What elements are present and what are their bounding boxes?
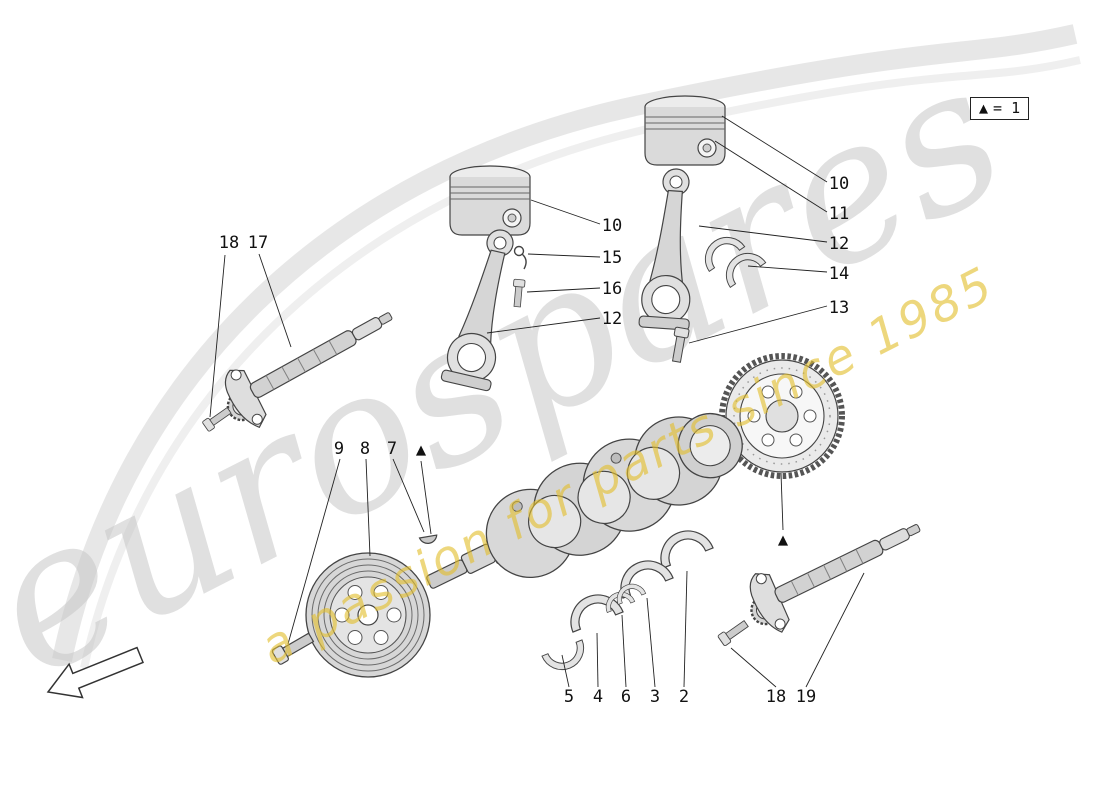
callout-4-shell: 4 [592, 687, 604, 707]
callout-14-rod-shells: 14 [828, 264, 850, 284]
legend-triangle-icon: ▲ [979, 99, 989, 117]
background-swoosh [52, 24, 1081, 669]
main-bearing-shell-2 [652, 522, 714, 569]
balance-shaft-rear-bolt [717, 617, 751, 647]
callout-2-shell: 2 [678, 687, 690, 707]
callout-12-front-rod: 12 [601, 309, 623, 329]
callout-10-rear-piston: 10 [828, 174, 850, 194]
callout-7-key: 7 [386, 439, 398, 459]
callout-triangle-gear: ▲ [777, 530, 789, 550]
leader-lines [209, 115, 865, 688]
callout-5-shell: 5 [563, 687, 575, 707]
callout-16-bolt: 16 [601, 279, 623, 299]
callout-11-rings: 11 [828, 204, 850, 224]
callout-6-thrust-washer: 6 [620, 687, 632, 707]
callout-triangle-key: ▲ [415, 440, 427, 460]
main-bearing-shell-5 [541, 639, 591, 677]
callout-13-rod-bolt: 13 [828, 298, 850, 318]
callout-15-pin-clip: 15 [601, 248, 623, 268]
crankshaft [426, 413, 743, 589]
legend-text: = 1 [993, 99, 1021, 117]
callout-9-pulley-bolt: 9 [333, 439, 345, 459]
piston-rear [644, 95, 726, 166]
callout-10-front-piston: 10 [601, 216, 623, 236]
callout-18-front-shaft-bolt: 18 [218, 233, 240, 253]
crank-pulley [305, 552, 431, 678]
quantity-legend: ▲ = 1 [970, 97, 1030, 120]
woodruff-key [418, 534, 438, 544]
watermark-brand: eurospares [0, 19, 1037, 721]
orientation-arrow-icon [46, 646, 144, 699]
callout-8-pulley: 8 [359, 439, 371, 459]
balance-shaft-rear [735, 499, 935, 642]
callout-18-rear-shaft-bolt: 18 [765, 687, 787, 707]
callout-12-rear-rod: 12 [828, 234, 850, 254]
callout-3-shell: 3 [649, 687, 661, 707]
piston-pin-clip [513, 245, 527, 270]
callout-19-rear-shaft: 19 [795, 687, 817, 707]
piston-front [449, 165, 531, 236]
tone-wheel-gear [719, 353, 845, 479]
callout-17-front-shaft: 17 [247, 233, 269, 253]
